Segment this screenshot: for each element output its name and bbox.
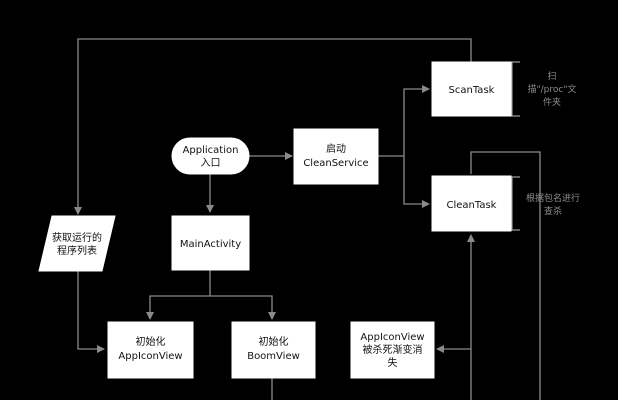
edge-cleanservice-to-cleantask [403, 156, 430, 208]
start-cleanservice-node [293, 128, 379, 185]
note-brackets [511, 61, 520, 231]
init-appiconview-line-2: AppIconView [118, 351, 182, 362]
edge-cleanservice-to-scantask [403, 85, 430, 156]
init-appiconview-node [107, 321, 194, 379]
start-cleanservice-line-1: 启动 [326, 142, 346, 155]
edge-mainactivity-to-boomview [210, 295, 276, 320]
init-boomview-line-1: 初始化 [259, 335, 289, 348]
mainactivity-label: MainActivity [180, 239, 241, 250]
edge-process-list-to-init-appiconview [77, 271, 105, 353]
application-entry-node [171, 137, 250, 175]
process-list-line-1: 获取运行的 [52, 231, 102, 244]
scantask-node [431, 61, 512, 117]
init-boomview-node [231, 321, 316, 379]
clean-note-line-1: 根据包名进行 [526, 192, 580, 204]
scantask-label: ScanTask [449, 85, 495, 96]
edge-cleantask-loop [470, 151, 541, 400]
notes: 扫 描"/proc"文 件夹 根据包名进行 查杀 [526, 70, 580, 217]
appiconview-killed-line-1: AppIconView [360, 332, 424, 343]
init-appiconview-line-1: 初始化 [136, 335, 166, 348]
application-entry-line-1: Application [183, 145, 239, 156]
start-cleanservice-line-2: CleanService [303, 158, 368, 169]
application-entry-line-2: 入口 [201, 158, 221, 169]
cleantask-node [431, 175, 512, 232]
scan-note-line-2: 描"/proc"文 [528, 83, 577, 95]
process-list-line-2: 程序列表 [57, 244, 97, 257]
mainactivity-node [171, 215, 250, 271]
scan-note-line-1: 扫 [547, 70, 556, 82]
scan-note-line-3: 件夹 [543, 96, 561, 108]
clean-note-bracket [511, 176, 520, 231]
cleantask-label: CleanTask [447, 200, 497, 211]
appiconview-killed-line-3: 失 [388, 356, 398, 369]
scan-note-bracket [511, 61, 520, 117]
edge-scantask-to-process-list [74, 38, 472, 215]
nodes: Application 入口 启动 CleanService MainActiv… [38, 61, 512, 379]
appiconview-killed-line-2: 被杀死渐变消 [363, 343, 423, 356]
init-boomview-line-2: BoomView [247, 351, 300, 362]
edges [74, 38, 541, 400]
appiconview-killed-node [350, 321, 435, 379]
process-list-node [38, 215, 116, 272]
clean-note-line-2: 查杀 [544, 205, 562, 217]
edge-mainactivity-split [146, 270, 211, 320]
